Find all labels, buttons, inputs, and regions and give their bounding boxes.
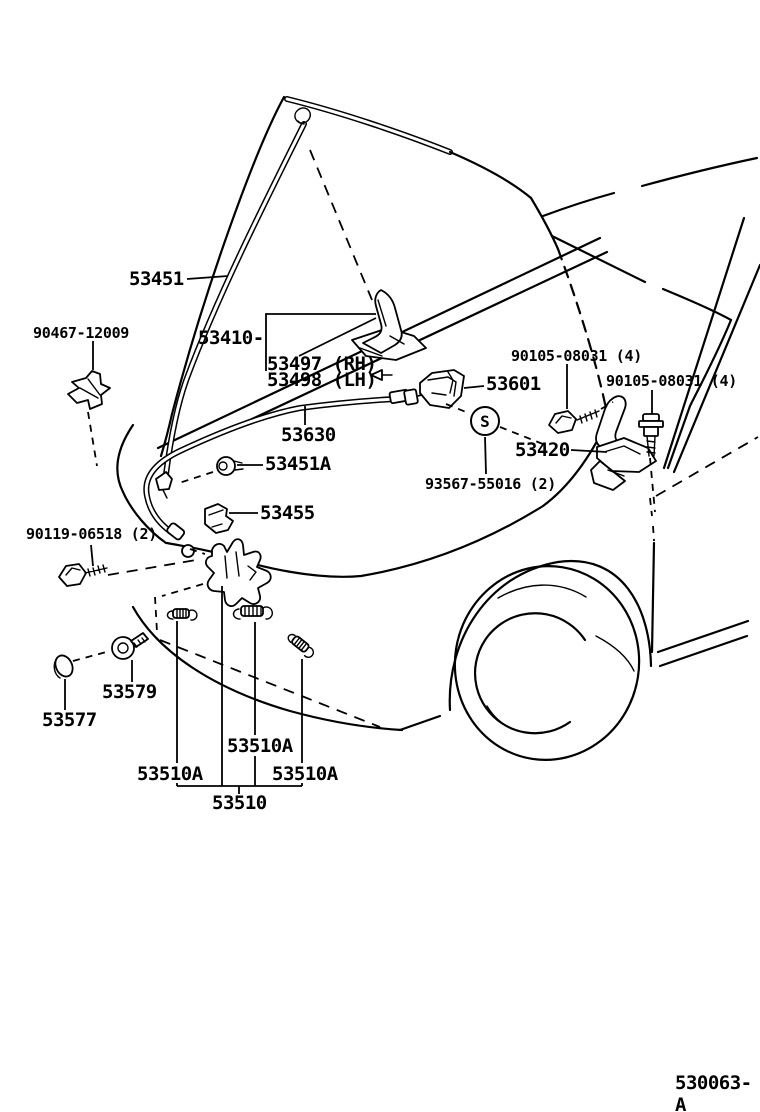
group-bracket-53510 <box>176 586 303 794</box>
part-label-53630: 53630 <box>281 424 336 446</box>
front-wheel <box>448 559 653 761</box>
part-label-53510A-left: 53510A <box>137 763 203 785</box>
s-symbol-letter: S <box>480 411 490 431</box>
hood-lock-assembly <box>161 538 272 607</box>
release-cable <box>143 388 431 558</box>
part-label-53601: 53601 <box>486 373 541 395</box>
part-label-90105-left: 90105-08031 (4) <box>511 347 642 365</box>
hood-hinge-upper <box>351 289 427 361</box>
part-label-53420: 53420 <box>515 439 570 461</box>
hood-panel <box>116 95 610 728</box>
part-label-53510A-mid: 53510A <box>227 735 293 757</box>
part-label-90105-right: 90105-08031 (4) <box>606 372 737 390</box>
part-label-90467-12009: 90467-12009 <box>33 324 130 342</box>
hood-prop-rod <box>155 107 311 499</box>
tension-spring-3 <box>287 633 315 658</box>
part-label-53579: 53579 <box>102 681 157 703</box>
s-symbol: S <box>470 406 500 436</box>
part-label-93567-55016: 93567-55016 (2) <box>425 475 556 493</box>
lock-housing <box>419 369 465 409</box>
tension-spring-1 <box>166 608 198 621</box>
figure-code: 530063-A <box>675 1072 752 1112</box>
support-grommet <box>111 632 149 660</box>
bolt-90105-left <box>548 401 614 434</box>
grommet-53451A <box>175 456 244 485</box>
part-label-90119-06518: 90119-06518 (2) <box>26 525 157 543</box>
hinge-pad-dart <box>370 369 393 381</box>
hole-plug <box>53 650 111 679</box>
tension-spring-2 <box>232 605 273 620</box>
part-label-53451: 53451 <box>129 268 184 290</box>
clamp-53455 <box>204 503 234 534</box>
bolt-90105-right <box>638 413 664 513</box>
part-label-53455: 53455 <box>260 502 315 524</box>
rod-clip <box>67 370 111 467</box>
part-label-53510A-right: 53510A <box>272 763 338 785</box>
part-label-53510: 53510 <box>212 792 267 814</box>
part-label-53410: 53410- <box>198 327 264 349</box>
part-label-53498-lh: 53498 (LH) <box>267 369 377 391</box>
hinge-53420 <box>590 395 657 491</box>
part-label-53451A: 53451A <box>265 453 331 475</box>
car-body-outline <box>131 156 760 732</box>
leader-lines <box>64 275 653 710</box>
bolt-90119 <box>58 559 197 587</box>
part-label-53577: 53577 <box>42 709 97 731</box>
part-label-53497-rh: 53497 (RH) <box>267 353 377 375</box>
assembly-dashes <box>445 403 549 447</box>
